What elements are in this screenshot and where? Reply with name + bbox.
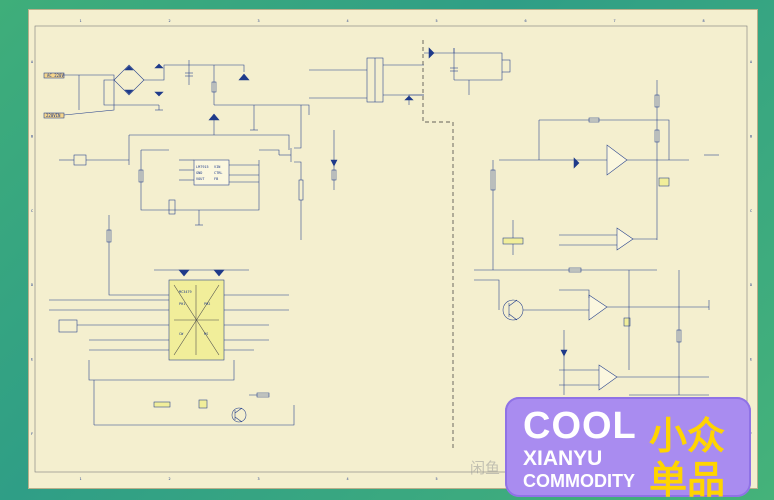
frame-row-label: E — [750, 358, 752, 362]
optocoupler — [73, 154, 87, 166]
frame-row-label: A — [750, 60, 753, 64]
bottom-ic-label-4: CW — [179, 332, 184, 336]
frame-row-label: B — [31, 135, 33, 139]
frame-column-label: 1 — [80, 19, 82, 23]
frame-column-label: 4 — [347, 19, 349, 23]
isolation-divider — [422, 40, 454, 450]
top-ic-pin-4: VIN — [214, 165, 220, 169]
frame-column-label: 6 — [525, 19, 527, 23]
top-ic-pin-6: FB — [214, 177, 218, 181]
frame-column-label: 4 — [347, 477, 349, 481]
net-label-ac: AC 220V — [47, 73, 64, 78]
frame-column-label: 7 — [614, 19, 616, 23]
frame-column-label: 5 — [436, 19, 438, 23]
frame-row-labels: A A B B C C D D E E F F — [31, 60, 753, 436]
controller-ic — [193, 159, 230, 186]
frame-row-label: C — [750, 209, 752, 213]
frame-row-label: D — [31, 283, 33, 287]
top-ic-pin-1: LM7915 — [196, 165, 209, 169]
frame-column-label: 5 — [436, 477, 438, 481]
watermark-text: 闲鱼 — [470, 459, 501, 477]
top-ic-pin-5: CTRL — [214, 171, 222, 175]
connector-block — [153, 401, 171, 408]
controller-section — [138, 105, 338, 240]
badge-cn-line-2: 单品 — [649, 458, 726, 497]
opamp-3 — [588, 294, 608, 321]
promo-badge: COOL XIANYU COMMODITY 小众 单品 — [505, 397, 751, 497]
input-label-1 — [43, 72, 65, 79]
frame-row-label: D — [750, 283, 752, 287]
opamp-2 — [616, 227, 634, 251]
frame-border — [34, 25, 748, 473]
output-connector — [501, 59, 511, 73]
frame-column-label: 2 — [169, 19, 171, 23]
badge-word-cool: COOL — [523, 405, 637, 447]
opamp-section — [474, 80, 719, 396]
bottom-ic-label-1: MC3479 — [179, 290, 192, 294]
frame-row-label: C — [31, 209, 33, 213]
stepper-driver-section — [49, 215, 295, 426]
bottom-ic-label-5: HS — [204, 332, 208, 336]
output-transistor — [231, 407, 247, 423]
frame-row-label: B — [750, 135, 752, 139]
frame-column-label: 8 — [703, 19, 705, 23]
bottom-ic-label-3: PH2 — [204, 302, 210, 306]
input-section — [43, 47, 511, 166]
input-label-2 — [43, 112, 65, 119]
frame-row-label: E — [31, 358, 33, 362]
bottom-ic-label-2: PH1 — [179, 302, 185, 306]
frame-column-label: 1 — [80, 477, 82, 481]
frame-column-label: 2 — [169, 477, 171, 481]
frame-row-label: F — [31, 432, 33, 436]
badge-word-xianyu: XIANYU — [523, 447, 603, 470]
frame-column-label: 3 — [258, 19, 260, 23]
top-ic-pin-2: GND — [196, 171, 202, 175]
net-label-in: 220VIN — [46, 113, 61, 118]
opamp-4 — [598, 364, 618, 391]
component-labels: AC 220V 220VIN LM7915 GND VOUT VIN CTRL … — [46, 73, 222, 336]
sensor-module — [58, 319, 78, 333]
top-ic-pin-3: VOUT — [196, 177, 205, 181]
badge-word-commodity: COMMODITY — [523, 471, 635, 491]
opamp-1 — [606, 144, 628, 176]
badge-cn-line-1: 小众 — [649, 414, 726, 458]
frame-row-label: A — [31, 60, 34, 64]
bridge-rectifier — [113, 64, 145, 96]
frame-row-label: F — [750, 432, 752, 436]
frame-column-label: 3 — [258, 477, 260, 481]
